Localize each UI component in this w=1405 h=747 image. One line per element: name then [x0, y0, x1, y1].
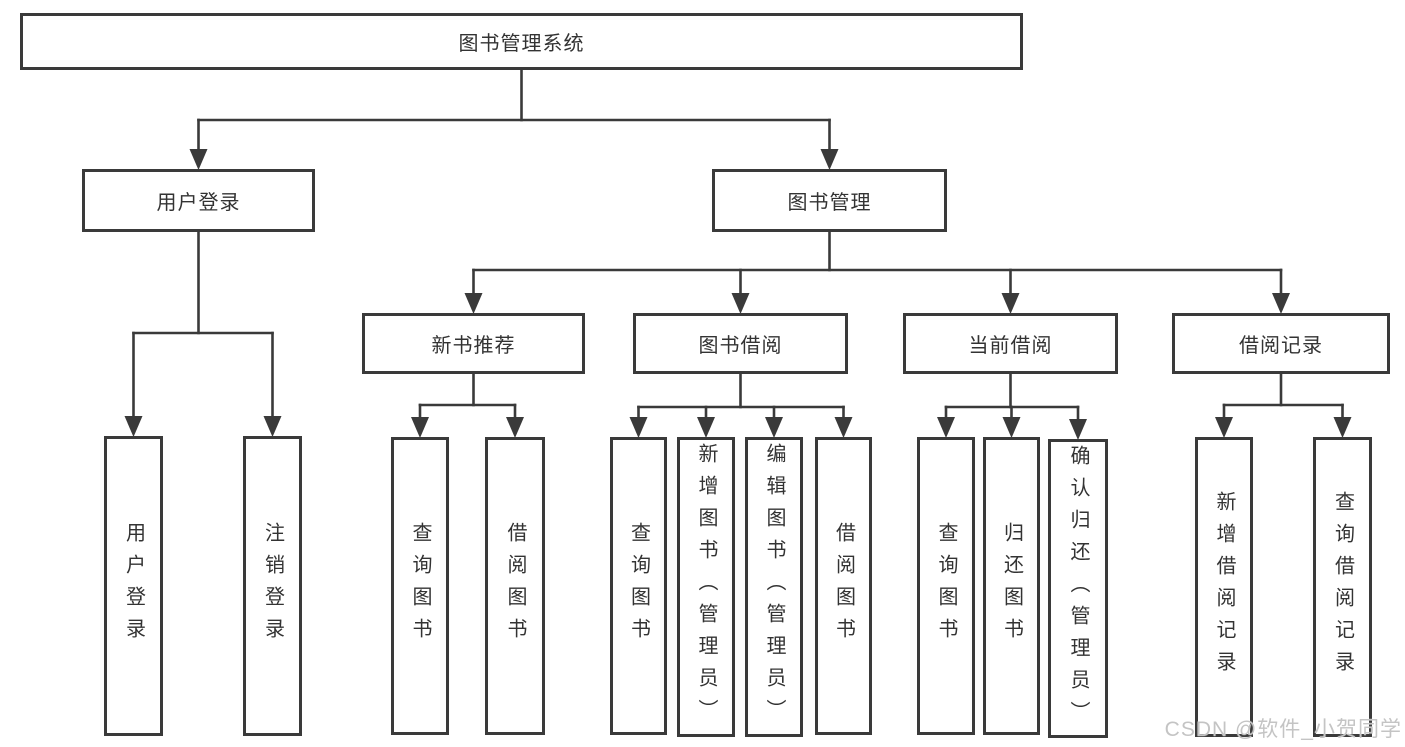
node-label-v-borrow-book-2: 借阅图书 [832, 522, 855, 650]
node-label-v-confirm-return: 确认归还（管理员） [1067, 444, 1089, 733]
node-v-query-record: 查询借阅记录 [1313, 437, 1372, 737]
node-book-borrow: 图书借阅 [633, 313, 848, 374]
node-root: 图书管理系统 [20, 13, 1023, 70]
node-current-borrow: 当前借阅 [903, 313, 1118, 374]
node-v-query-book-3: 查询图书 [917, 437, 975, 735]
node-user-login: 用户登录 [82, 169, 315, 232]
node-v-borrow-book-1: 借阅图书 [485, 437, 545, 735]
node-v-return-book: 归还图书 [983, 437, 1040, 735]
node-label-borrow-records: 借阅记录 [1239, 335, 1323, 357]
node-v-query-book-1: 查询图书 [391, 437, 449, 735]
node-label-v-add-record: 新增借阅记录 [1213, 491, 1235, 683]
node-v-confirm-return: 确认归还（管理员） [1048, 439, 1108, 738]
node-label-v-query-record: 查询借阅记录 [1331, 491, 1354, 683]
node-label-v-edit-book: 编辑图书（管理员） [763, 443, 785, 731]
node-label-current-borrow: 当前借阅 [968, 335, 1053, 357]
watermark: CSDN @软件_小贺同学 [1164, 718, 1402, 741]
node-label-v-return-book: 归还图书 [1000, 522, 1023, 650]
node-label-v-add-book: 新增图书（管理员） [695, 443, 717, 731]
node-v-add-record: 新增借阅记录 [1195, 437, 1253, 737]
node-label-v-logout: 注销登录 [261, 522, 284, 650]
node-v-logout: 注销登录 [243, 436, 302, 736]
node-label-v-query-book-1: 查询图书 [409, 522, 431, 650]
node-v-add-book: 新增图书（管理员） [677, 437, 735, 737]
node-label-book-mgmt: 图书管理 [787, 192, 872, 214]
node-label-v-query-book-3: 查询图书 [935, 522, 957, 650]
node-v-borrow-book-2: 借阅图书 [815, 437, 872, 735]
node-v-query-book-2: 查询图书 [610, 437, 667, 735]
node-v-user-login: 用户登录 [104, 436, 163, 736]
node-label-user-login: 用户登录 [156, 192, 241, 214]
node-label-v-query-book-2: 查询图书 [627, 522, 650, 650]
node-label-root: 图书管理系统 [458, 33, 585, 55]
node-label-v-user-login: 用户登录 [122, 522, 145, 650]
node-new-book-rec: 新书推荐 [362, 313, 585, 374]
node-label-new-book-rec: 新书推荐 [431, 335, 516, 357]
node-v-edit-book: 编辑图书（管理员） [745, 437, 803, 737]
node-borrow-records: 借阅记录 [1172, 313, 1390, 374]
node-label-book-borrow: 图书借阅 [698, 335, 783, 357]
node-label-v-borrow-book-1: 借阅图书 [504, 522, 526, 650]
node-book-mgmt: 图书管理 [712, 169, 947, 232]
